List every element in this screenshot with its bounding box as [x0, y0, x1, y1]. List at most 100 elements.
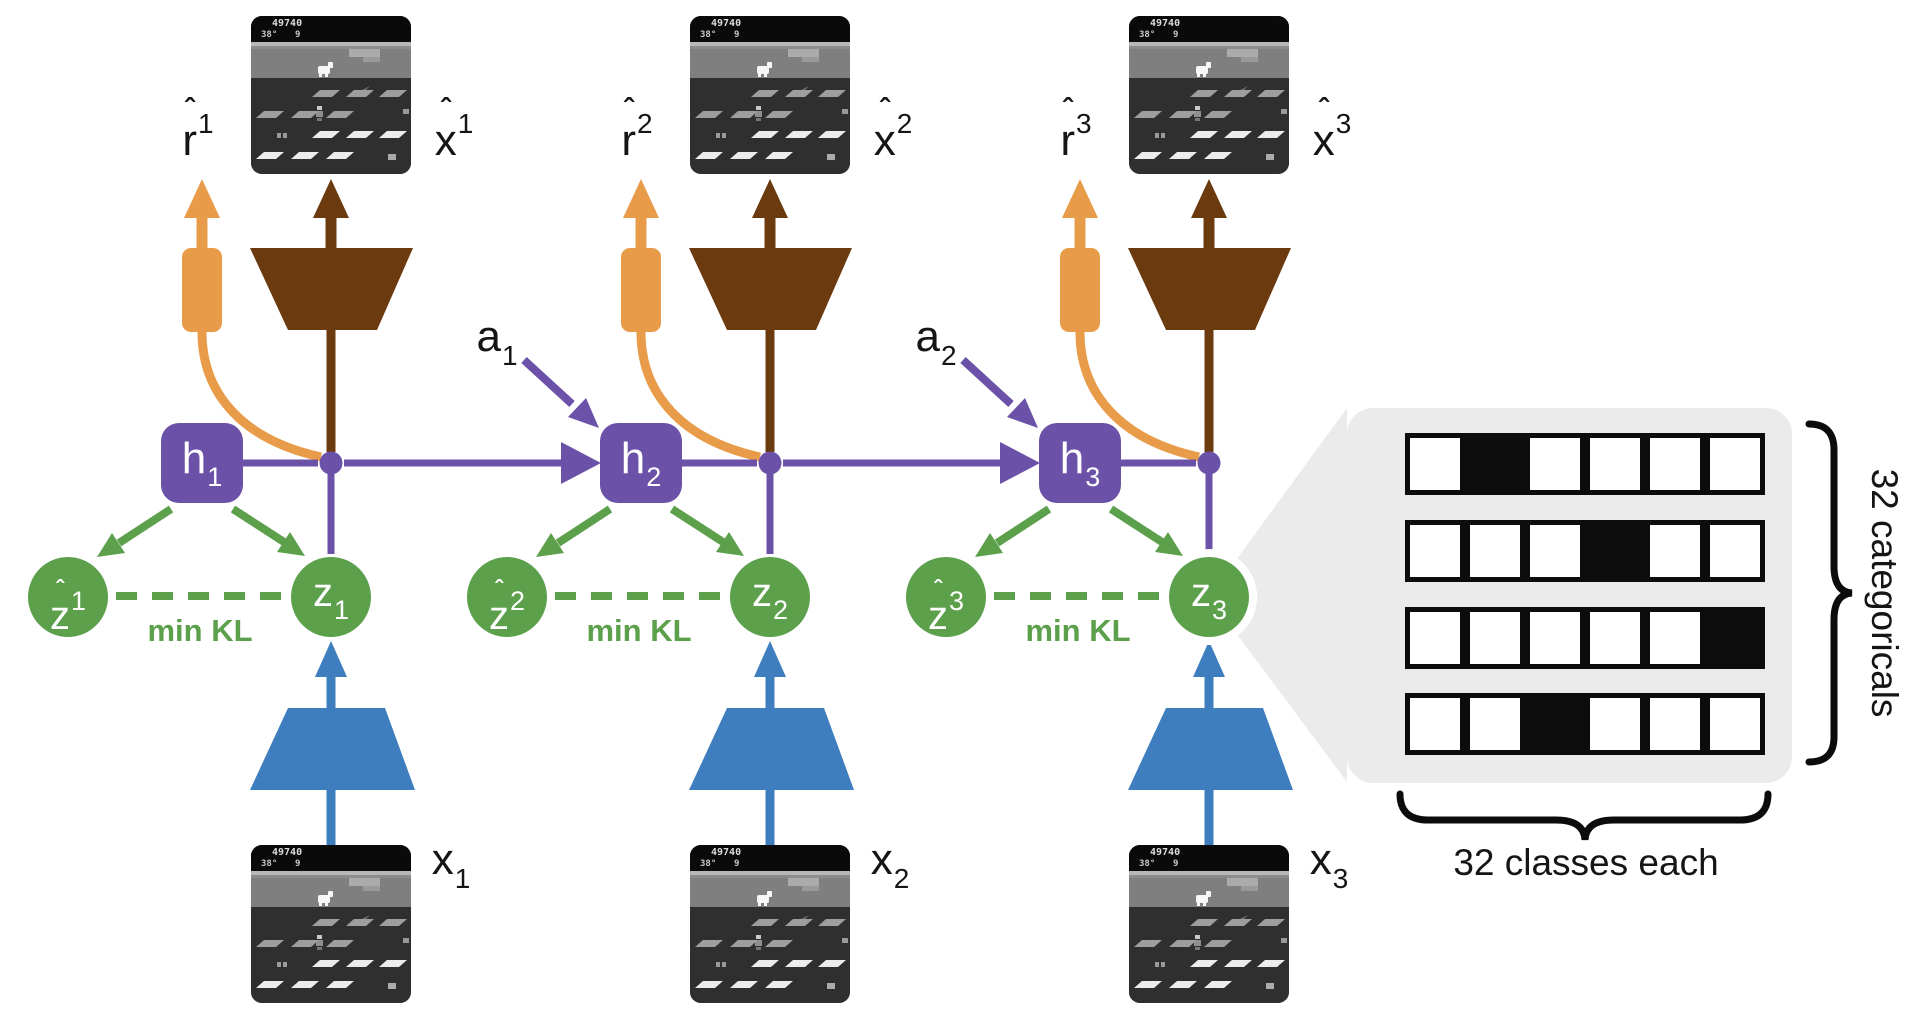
decoder-2	[689, 248, 852, 330]
xhat2-subscript: 2	[896, 108, 913, 139]
reward-arrowhead-2	[623, 179, 659, 218]
r2-glyph: r	[621, 116, 637, 165]
categorical-row	[1405, 433, 1765, 495]
junction-dot-2	[758, 451, 782, 475]
categorical-cell	[1705, 433, 1765, 495]
zhat2-label: z	[488, 594, 509, 638]
zhat1-subscript: 1	[70, 586, 87, 616]
categorical-cell	[1465, 693, 1525, 755]
categorical-cell	[1585, 520, 1645, 582]
recon-screenshot-2	[690, 16, 850, 174]
encoder-arrowhead-3	[1193, 641, 1225, 677]
h2-to-zhat2-arrow	[555, 505, 613, 547]
reward-head-3	[1060, 248, 1100, 332]
decoder-3	[1128, 248, 1291, 330]
h1-label: h	[181, 434, 207, 483]
encoder-arrowhead-2	[754, 641, 786, 677]
h3-to-zhat3-arrow	[994, 505, 1052, 547]
encoder-3	[1128, 708, 1293, 790]
categorical-cell	[1585, 607, 1645, 669]
categorical-cell	[1465, 433, 1525, 495]
min-kl-label-3: min KL	[1025, 613, 1131, 648]
categorical-cell	[1405, 433, 1465, 495]
categorical-cell	[1705, 693, 1765, 755]
z3-label: z	[1190, 571, 1211, 615]
categorical-cell	[1465, 607, 1525, 669]
reward-wire-2	[636, 331, 761, 462]
r1-subscript: 1	[198, 108, 214, 139]
recon-screenshot-1	[251, 16, 411, 174]
zoom-wedge	[1209, 408, 1347, 782]
x3-subscript: 3	[1332, 863, 1349, 894]
timestep-2-wires	[521, 179, 1040, 846]
categorical-cell	[1705, 607, 1765, 669]
zhat3-label: z	[927, 594, 948, 638]
timestep-3-wires	[960, 179, 1293, 846]
reward-wire-1	[197, 331, 322, 462]
zhat3-subscript: 3	[948, 586, 965, 616]
categorical-cell	[1585, 433, 1645, 495]
junction1-to-h2-arrowhead	[561, 442, 601, 484]
classes-brace	[1396, 790, 1772, 841]
categorical-cell	[1645, 693, 1705, 755]
categorical-cell	[1405, 520, 1465, 582]
junction-dot-1	[319, 451, 343, 475]
categorical-row	[1405, 693, 1765, 755]
hat-accent: ˆ	[1062, 93, 1073, 126]
hat-accent: ˆ	[55, 576, 64, 603]
hat-accent: ˆ	[933, 576, 942, 603]
x2-subscript: 2	[893, 863, 910, 894]
encoder-1	[250, 708, 415, 790]
h3-to-zhat3-arrowhead	[975, 533, 1003, 557]
categorical-row	[1405, 607, 1765, 669]
categorical-cell	[1465, 520, 1525, 582]
h2-label: h	[620, 434, 646, 483]
reward-wire-3	[1075, 331, 1200, 462]
categorical-cell	[1525, 520, 1585, 582]
encoder-arrowhead-1	[315, 641, 347, 677]
hat-accent: ˆ	[623, 93, 634, 126]
x1-subscript: 1	[454, 863, 471, 894]
decoder-1	[250, 248, 413, 330]
h2-to-z2-arrowhead	[716, 532, 744, 556]
hat-accent: ˆ	[1318, 93, 1329, 126]
action-arrowhead-a1	[568, 398, 599, 428]
hat-accent: ˆ	[879, 93, 890, 126]
categorical-cell	[1585, 693, 1645, 755]
min-kl-label-2: min KL	[586, 613, 692, 648]
classes-count-label: 32 classes each	[1453, 842, 1719, 883]
h3-to-z3-arrow	[1108, 505, 1165, 546]
zhat2-subscript: 2	[509, 586, 526, 616]
action-arrow-a2	[960, 357, 1014, 407]
h1-to-zhat1-arrowhead	[97, 533, 125, 557]
timestep-1-wires	[97, 179, 601, 846]
a2-subscript: 2	[940, 340, 957, 371]
z1-subscript: 1	[333, 595, 350, 625]
decoder-arrowhead-3	[1191, 179, 1227, 218]
h2-subscript: 2	[646, 462, 662, 492]
decoder-arrowhead-2	[752, 179, 788, 218]
latent-panel	[1347, 408, 1792, 783]
x2-glyph: x	[870, 835, 893, 884]
r3-subscript: 3	[1076, 108, 1092, 139]
a1-glyph: a	[476, 312, 501, 361]
h1-subscript: 1	[207, 462, 223, 492]
categorical-cell	[1405, 693, 1465, 755]
z3-subscript: 3	[1211, 595, 1228, 625]
r1-glyph: r	[182, 116, 198, 165]
obs-screenshot-1	[251, 845, 411, 1003]
